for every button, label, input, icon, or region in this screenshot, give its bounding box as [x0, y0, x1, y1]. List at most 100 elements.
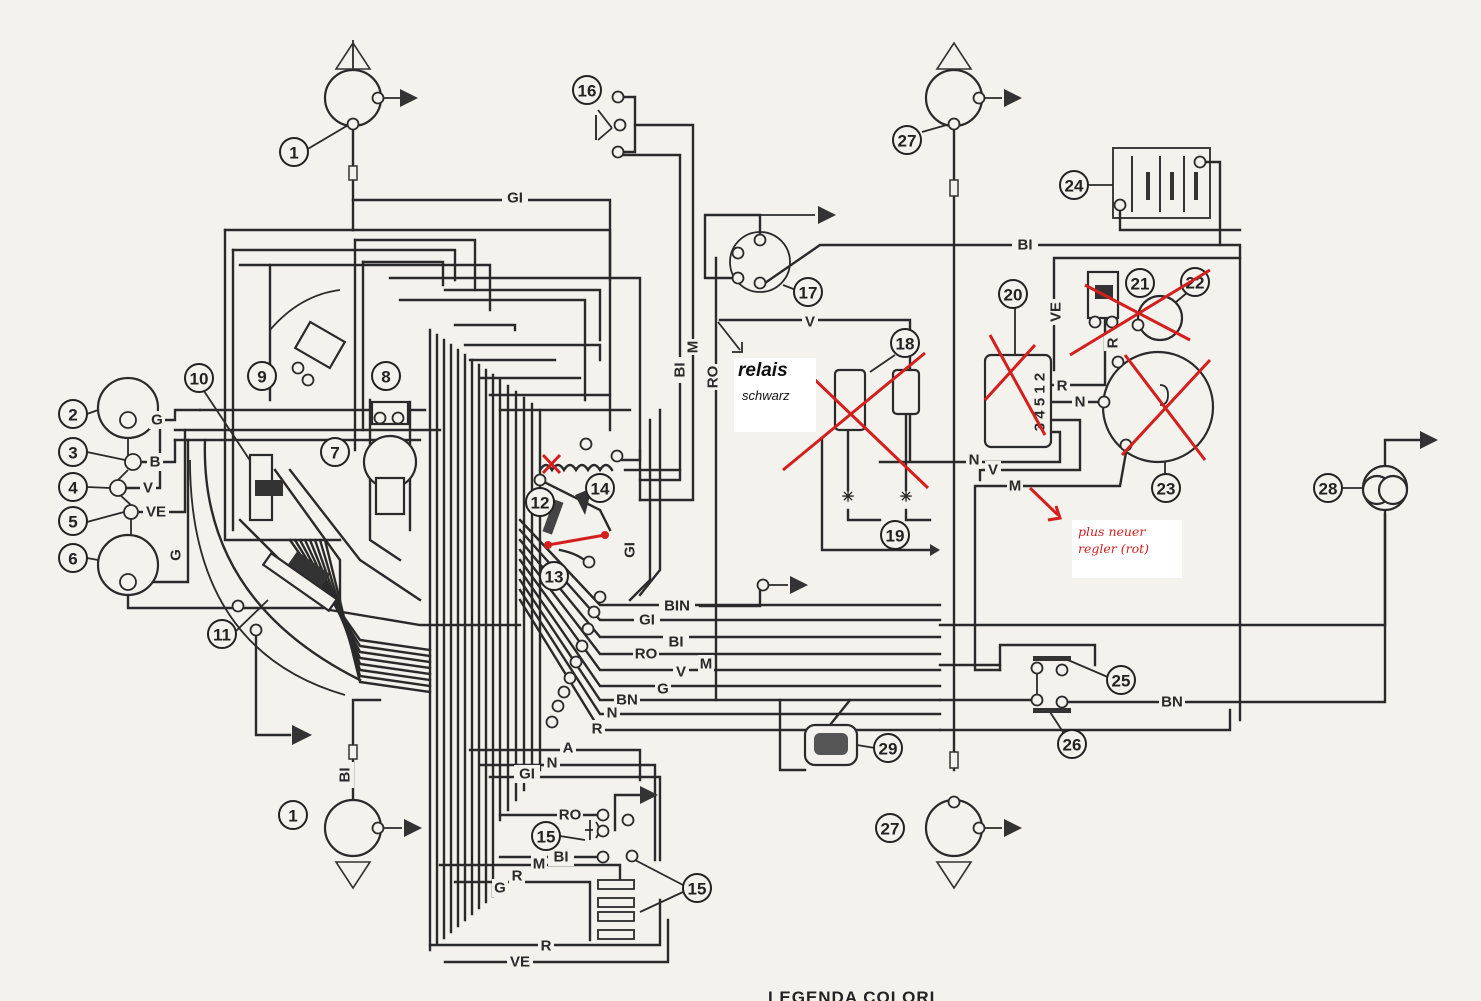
regulator-note-line1: plus neuer [1078, 524, 1146, 539]
component-number-8: 8 [371, 361, 401, 391]
wire-label-bi-15: BI [548, 848, 574, 866]
wire [1052, 256, 1242, 372]
component-number-label: 15 [688, 880, 707, 899]
wire-label-text: V [988, 462, 998, 479]
terminal [582, 555, 596, 569]
wire-label-bi-top: BI [1012, 236, 1038, 254]
wire-label-bg [634, 611, 660, 629]
wire [978, 418, 1082, 482]
terminal [593, 590, 607, 604]
wire-label-text: R [541, 938, 552, 955]
wire-label-text: A [563, 740, 574, 757]
component-number-27a: 27 [892, 125, 922, 155]
wire [463, 343, 602, 362]
regulator-20 [983, 353, 1053, 449]
red-cross [782, 351, 926, 472]
wire-label-text: VE [510, 954, 530, 971]
component-number-label: 22 [1186, 274, 1205, 293]
terminal [579, 437, 593, 451]
wire-label-text: M [700, 656, 713, 673]
wire [351, 228, 612, 432]
component-number-label: 23 [1157, 480, 1176, 499]
terminal [1055, 663, 1069, 677]
component-number-29: 29 [873, 733, 903, 763]
component-number-label: 12 [531, 494, 550, 513]
component-number-15b: 15 [682, 873, 712, 903]
component-number-3: 3 [58, 437, 88, 467]
wire [238, 263, 492, 312]
wire [634, 859, 684, 886]
red-cross [983, 343, 1037, 402]
horn-29-core [814, 733, 848, 755]
wire [438, 863, 622, 882]
wire [288, 468, 422, 602]
component-number-circle [682, 873, 712, 903]
component-number-12: 12 [525, 487, 555, 517]
wire [559, 835, 586, 841]
horn-9 [293, 320, 347, 370]
bulb-5 [123, 504, 139, 520]
regulator-note: plus neuer regler (rot) [1072, 520, 1182, 578]
frame-arc [203, 438, 362, 682]
wire-label-ve-5: VE [143, 503, 169, 521]
regulator-11-base [261, 551, 339, 613]
wire-label-text: BIN [664, 598, 690, 615]
wire-label-v-mid: V [985, 461, 1001, 479]
terminal [753, 233, 767, 247]
switch-25-bar [1033, 656, 1071, 661]
component-number-label: 1 [289, 144, 298, 163]
switch-plate [597, 897, 635, 908]
terminal [947, 117, 961, 131]
wire-label-bg [1072, 393, 1088, 411]
terminal [753, 276, 767, 290]
wire-label-bg [147, 453, 163, 471]
wire-label-bn-right: BN [1159, 693, 1185, 711]
lamp-glyph: ✳ [900, 489, 913, 506]
wire-label-text: GI [622, 542, 639, 558]
component-number-circle [890, 328, 920, 358]
wire [778, 698, 807, 772]
terminal [545, 715, 559, 729]
component-number-24: 24 [1059, 170, 1089, 200]
component-number-27b: 27 [875, 813, 905, 843]
terminal [291, 361, 305, 375]
relay-18a [833, 368, 867, 432]
wire-label-text: V [676, 664, 686, 681]
terminal [610, 449, 624, 463]
wire-label-text: R [512, 868, 523, 885]
wire [856, 744, 876, 749]
wire [86, 486, 111, 489]
terminal [1105, 315, 1119, 329]
component-number-label: 27 [898, 132, 917, 151]
wire-label-bg [1104, 335, 1122, 351]
wire-label-bg [659, 597, 695, 615]
wire-label-text: R [592, 721, 603, 738]
wire-label-n-20: N [1072, 393, 1088, 411]
component-number-label: 17 [799, 284, 818, 303]
red-cross [1120, 358, 1212, 457]
terminal [1030, 661, 1044, 675]
terminal [301, 373, 315, 387]
component-number-circle [278, 800, 308, 830]
terminal [533, 473, 547, 487]
wire [428, 898, 662, 947]
wire-label-v-4: V [140, 479, 156, 497]
wire [318, 538, 432, 688]
wire [488, 775, 662, 862]
leader [305, 123, 351, 151]
legend-title: LEGENDA COLORI [768, 988, 936, 1001]
wire [388, 276, 642, 502]
component-number-label: 27 [881, 820, 900, 839]
fuse-icon [949, 751, 959, 769]
component-number-label: 11 [213, 626, 231, 645]
component-number-circle [892, 125, 922, 155]
arrow-right-icon [404, 819, 422, 837]
component-number-label: 8 [381, 368, 390, 387]
component-number-label: 21 [1131, 275, 1150, 294]
wire-label-bi-rear: BI [336, 762, 354, 788]
triangle-down-icon [935, 861, 973, 890]
bulb-3 [124, 453, 142, 471]
wire-label-bg [336, 762, 354, 788]
red-cross [988, 334, 1047, 436]
